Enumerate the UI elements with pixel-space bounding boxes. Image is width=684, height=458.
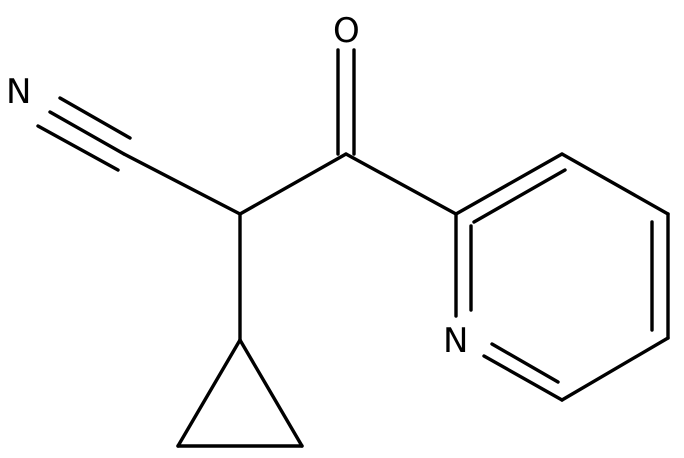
nitrile-bond-line-3 <box>36 124 120 172</box>
cyano-carbon-bond <box>122 152 242 216</box>
nitrile-bond-line-1 <box>58 96 132 140</box>
cyclopropyl-bond-3 <box>176 338 242 448</box>
alpha-carbonyl-bond <box>238 152 348 216</box>
bonds <box>36 48 670 448</box>
carbonyl-oxygen-label: O <box>333 11 360 51</box>
carbonyl-pyridine-bond <box>344 152 458 216</box>
nitrile-bond-line-2 <box>48 110 126 156</box>
pyridine-bond-c6-n-inner <box>490 342 560 384</box>
pyridine-nitrogen-label: N <box>443 321 468 361</box>
cyclopropyl-bond-1 <box>238 338 304 448</box>
pyridine-bond-c5-c6 <box>560 336 670 402</box>
atom-labels: N O N <box>6 11 468 361</box>
pyridine-bond-c3-c4 <box>560 152 670 216</box>
nitrile-nitrogen-label: N <box>6 72 31 112</box>
pyridine-bond-c2-c3 <box>454 152 564 216</box>
pyridine-bond-c6-n <box>482 354 564 402</box>
pyridine-bond-c2-c3-inner <box>472 168 567 224</box>
